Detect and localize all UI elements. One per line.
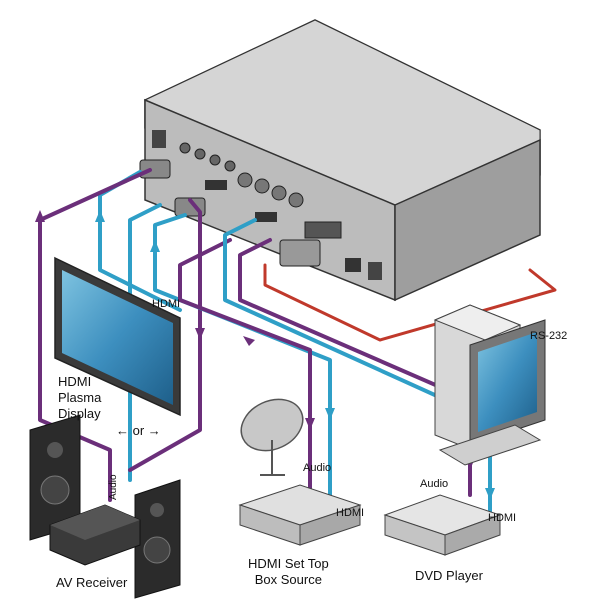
- receiver-audio-label: Audio: [108, 474, 119, 500]
- connector: [368, 262, 382, 280]
- connector: [205, 180, 227, 190]
- connector: [179, 142, 191, 154]
- dvd-hdmi-label: HDMI: [488, 512, 517, 524]
- hdmi-cable-receiver: [128, 203, 162, 482]
- arrow-heads: [35, 210, 475, 470]
- satellite-dish: [240, 398, 304, 476]
- or-label: ← or →: [116, 424, 161, 437]
- dvd-label: DVD Player: [415, 568, 483, 583]
- connector: [194, 148, 206, 160]
- settop-label-line2: Box Source: [254, 572, 322, 587]
- audio-cable-settop: [178, 238, 312, 492]
- dsub-plug: [279, 239, 321, 267]
- connector: [255, 212, 277, 222]
- connector: [304, 221, 342, 239]
- plasma-display: [54, 256, 181, 417]
- connector: [254, 178, 270, 194]
- av-receiver: [29, 414, 181, 599]
- connector: [224, 160, 236, 172]
- switcher-device: [139, 19, 541, 302]
- hdmi-plug: [139, 159, 171, 179]
- settop-label: HDMI Set Top Box Source: [248, 556, 329, 588]
- rs232-label: RS-232: [530, 330, 568, 342]
- settop-box: [238, 484, 362, 546]
- right-arrow-icon: →: [144, 423, 161, 438]
- dvd-player: [383, 494, 502, 556]
- audio-cable-receiver: [38, 168, 152, 502]
- left-arrow-icon: ←: [116, 423, 133, 438]
- connector: [209, 154, 221, 166]
- connector: [345, 258, 361, 272]
- audio-cable-receiver-2: [128, 198, 202, 472]
- or-text: or: [132, 423, 145, 438]
- dvd-audio-label: Audio: [420, 478, 449, 490]
- settop-hdmi-label: HDMI: [336, 507, 365, 519]
- display-hdmi-label: HDMI: [152, 298, 181, 310]
- connector: [152, 130, 166, 148]
- display-label-line1: HDMI: [58, 374, 92, 389]
- connector: [271, 185, 287, 201]
- receiver-label: AV Receiver: [56, 575, 128, 590]
- connector: [288, 192, 304, 208]
- settop-label-line1: HDMI Set Top: [248, 556, 329, 571]
- display-label-line2: Plasma: [58, 390, 102, 405]
- computer: [433, 304, 546, 466]
- display-label: HDMI Plasma Display: [58, 374, 101, 422]
- display-label-line3: Display: [58, 406, 101, 421]
- rs232-cable: [263, 263, 557, 342]
- settop-audio-label: Audio: [303, 462, 332, 474]
- connector: [237, 172, 253, 188]
